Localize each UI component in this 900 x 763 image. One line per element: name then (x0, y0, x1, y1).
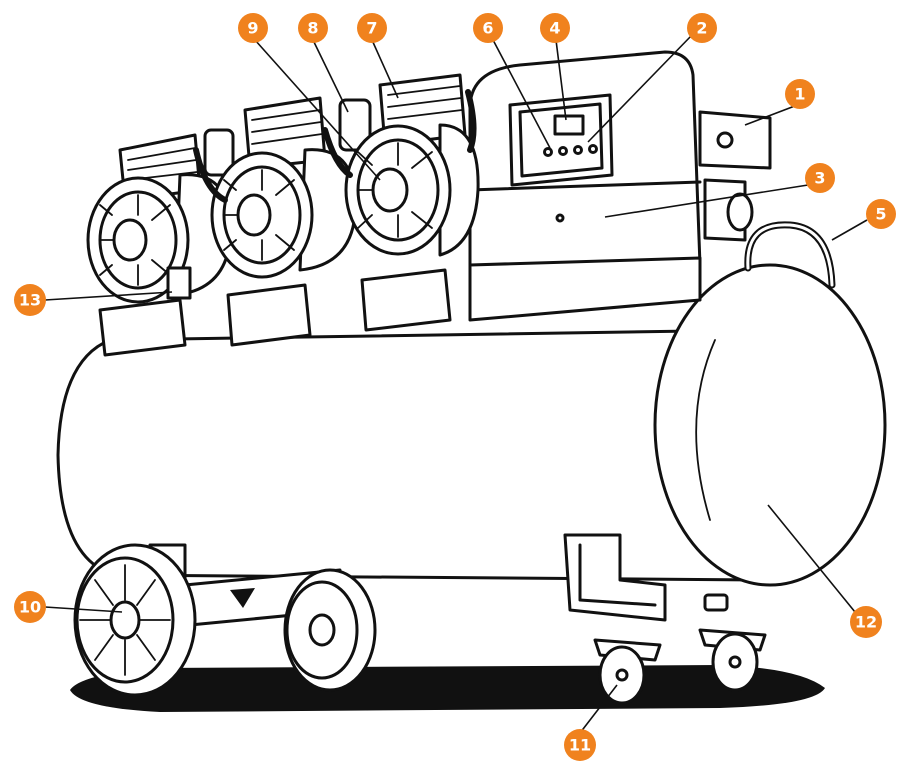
svg-text:7: 7 (366, 19, 377, 38)
control-panel (510, 95, 612, 185)
wheel-front (75, 545, 195, 695)
svg-text:5: 5 (875, 205, 886, 224)
callout-badge-11: 11 (564, 729, 596, 761)
drain-valve (705, 595, 727, 610)
svg-text:3: 3 (814, 169, 825, 188)
rear-bracket (700, 112, 770, 240)
svg-text:6: 6 (482, 19, 493, 38)
svg-text:9: 9 (247, 19, 258, 38)
callout-badge-3: 3 (805, 163, 835, 193)
callout-badge-9: 9 (238, 13, 268, 43)
svg-text:13: 13 (19, 291, 41, 310)
control-button (545, 149, 552, 156)
ground-shadow (70, 665, 825, 712)
svg-text:11: 11 (569, 736, 591, 755)
callout-badge-5: 5 (866, 199, 896, 229)
control-button (560, 148, 567, 155)
callout-badge-10: 10 (14, 591, 46, 623)
callout-badge-8: 8 (298, 13, 328, 43)
svg-text:1: 1 (794, 85, 805, 104)
callout-badge-6: 6 (473, 13, 503, 43)
fan-cover-right (346, 126, 450, 254)
digital-display (555, 116, 583, 134)
wheel-rear (285, 570, 375, 690)
callout-badge-1: 1 (785, 79, 815, 109)
callout-badge-13: 13 (14, 284, 46, 316)
control-button (575, 147, 582, 154)
control-housing (470, 52, 700, 320)
callout-badge-12: 12 (850, 606, 882, 638)
control-button (590, 146, 597, 153)
svg-text:4: 4 (549, 19, 560, 38)
svg-text:10: 10 (19, 598, 41, 617)
callout-badge-2: 2 (687, 13, 717, 43)
fan-cover-middle (212, 153, 312, 277)
motor-mount-13 (168, 268, 190, 298)
callout-badge-7: 7 (357, 13, 387, 43)
callout-badge-4: 4 (540, 13, 570, 43)
tank-end-cap (655, 265, 885, 585)
svg-text:8: 8 (307, 19, 318, 38)
svg-text:12: 12 (855, 613, 877, 632)
svg-text:2: 2 (696, 19, 707, 38)
